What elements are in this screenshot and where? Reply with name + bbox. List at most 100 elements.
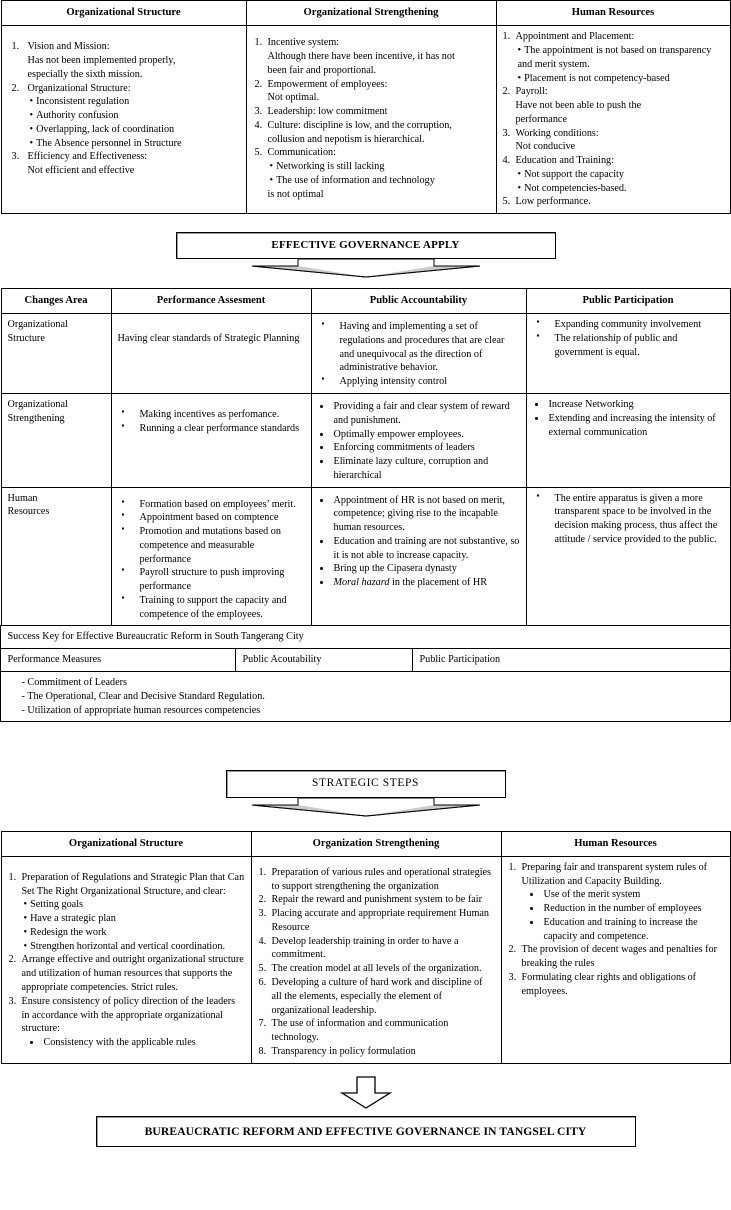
list-item-number: 5. xyxy=(502,196,511,208)
problems-header-org-strengthening: Organizational Strengthening xyxy=(245,0,497,27)
steps-cell-human-resources: 1.Preparing fair and transparent system … xyxy=(500,855,731,1064)
list-sub-item: Overlapping, lack of coordination xyxy=(28,123,240,137)
list-item: 1.Preparing fair and transparent system … xyxy=(509,861,724,944)
list-item: 5.Communication:Networking is still lack… xyxy=(255,146,490,201)
list-item-number: 3. xyxy=(258,908,267,920)
problems-header-human-resources: Human Resources xyxy=(495,0,731,27)
list-item-number: 1. xyxy=(502,31,511,43)
list-item: 4.Culture: discipline is low, and the co… xyxy=(255,119,490,147)
list-item: Making incentives as perfomance. xyxy=(118,407,305,422)
bullet-list: The entire apparatus is given a more tra… xyxy=(533,491,724,547)
steps-list-org-structure: 1. Preparation of Regulations and Strateg… xyxy=(9,871,245,1050)
table-header-row: Changes Area Performance Assesment Publi… xyxy=(0,287,731,315)
changes-cell-accountability: Appointment of HR is not based on merit,… xyxy=(310,486,527,627)
list-item-title: Communication: xyxy=(267,147,336,159)
list-item-line: Although there have been incentive, it h… xyxy=(267,51,455,63)
list-item: 1.Incentive system:Although there have b… xyxy=(255,36,490,77)
list-item-number: 4. xyxy=(502,155,511,167)
list-item-number: 1. xyxy=(258,866,267,878)
governance-banner-label: EFFECTIVE GOVERNANCE APPLY xyxy=(271,239,460,252)
steps-list-org-strengthening: 1. Preparation of various rules and opera… xyxy=(259,866,495,1059)
list-item-number: 5. xyxy=(254,147,263,159)
list-item-number: 2. xyxy=(8,954,17,966)
steps-banner-wrap: STRATEGIC STEPS xyxy=(0,770,731,818)
success-key-subheader-performance-measures: Performance Measures xyxy=(0,648,237,673)
list-item: Education and training to increase the c… xyxy=(542,916,724,944)
list-item: 3.Leadership: low commitment xyxy=(255,105,490,119)
list-item-title: The provision of decent wages and penalt… xyxy=(521,944,717,970)
list-item-number: 1. xyxy=(254,37,263,49)
list-item-title: Developing a culture of hard work and di… xyxy=(271,977,483,1016)
list-item-title: Culture: discipline is low, and the corr… xyxy=(267,119,452,131)
changes-cell-participation: Expanding community involvementThe relat… xyxy=(525,313,731,394)
list-item: Increase Networking xyxy=(547,398,724,412)
changes-cell-participation: Increase NetworkingExtending and increas… xyxy=(525,393,731,488)
problems-cell-org-strengthening: 1.Incentive system:Although there have b… xyxy=(245,25,497,215)
list-item: 1.Appointment and Placement:The appointm… xyxy=(503,30,724,85)
problems-list-human-resources: 1.Appointment and Placement:The appointm… xyxy=(503,30,724,209)
list-item: The entire apparatus is given a more tra… xyxy=(533,491,724,547)
list-item-number: 6. xyxy=(258,977,267,989)
list-item: 8.Transparency in policy formulation xyxy=(259,1045,495,1059)
list-item-title: Placing accurate and appropriate require… xyxy=(271,908,490,933)
list-sub-item: The use of information and technology xyxy=(268,174,490,188)
list-item: 4.Develop leadership training in order t… xyxy=(259,935,495,963)
list-item-line: Has not been implemented properly, xyxy=(27,55,176,67)
list-item: Consistency with the applicable rules xyxy=(42,1036,245,1050)
nested-bullet-list: Consistency with the applicable rules xyxy=(22,1036,245,1050)
list-item: The relationship of public and governmen… xyxy=(533,331,724,360)
list-item: Moral hazard in the placement of HR xyxy=(332,576,520,590)
success-key-subheader-public-acoutability: Public Acoutability xyxy=(235,648,414,673)
bullet-list: Having and implementing a set of regulat… xyxy=(318,319,520,389)
list-item: Running a clear performance standards xyxy=(118,421,305,436)
list-item: 2.Repair the reward and punishment syste… xyxy=(259,893,495,907)
success-key-item: - Utilization of appropriate human resou… xyxy=(21,704,261,716)
list-sub-item: Placement is not competency-based xyxy=(516,72,724,86)
bullet-list: Making incentives as perfomance.Running … xyxy=(118,407,305,436)
success-key-title-row: Success Key for Effective Bureaucratic R… xyxy=(0,625,731,650)
list-item-line: Not efficient and effective xyxy=(27,165,135,177)
steps-table: Organizational Structure Organization St… xyxy=(0,830,731,1064)
list-item: Enforcing commitments of leaders xyxy=(332,441,520,455)
cell-text: Having clear standards of Strategic Plan… xyxy=(117,333,300,345)
list-item: 1.Vision and Mission:Has not been implem… xyxy=(12,40,240,81)
changes-cell-performance: Formation based on employees’ merit.Appo… xyxy=(110,486,312,627)
list-item-title: Preparing fair and transparent system ru… xyxy=(521,861,708,887)
list-item: Use of the merit system xyxy=(542,888,724,902)
list-item: Reduction in the number of employees xyxy=(542,902,724,916)
table-row: OrganizationalStrengtheningMaking incent… xyxy=(0,393,731,488)
list-item-title: Organizational Structure: xyxy=(27,82,131,94)
down-arrow-icon xyxy=(339,1075,392,1109)
list-item-line: Not conducive xyxy=(515,141,576,153)
list-item-line: collusion and nepotism is hierarchical. xyxy=(267,133,425,145)
list-item-line: Have not been able to push the xyxy=(515,100,642,112)
problems-list-org-strengthening: 1.Incentive system:Although there have b… xyxy=(255,36,490,201)
list-item-number: 3. xyxy=(508,972,517,984)
list-item-title: The use of information and communication… xyxy=(271,1018,449,1044)
list-item: Bring up the Cipasera dynasty xyxy=(332,562,520,576)
table-header-row: Organizational Structure Organizational … xyxy=(0,0,731,27)
list-item-number: 2. xyxy=(258,894,267,906)
list-item-title: Preparation of various rules and operati… xyxy=(271,866,492,892)
list-item-title: Preparation of Regulations and Strategic… xyxy=(21,871,245,897)
list-item-number: 1. xyxy=(8,871,17,883)
list-sub-item: The Absence personnel in Structure xyxy=(28,137,240,151)
problems-header-org-structure: Organizational Structure xyxy=(0,0,247,27)
list-item: Expanding community involvement xyxy=(533,317,724,332)
list-item: 3.Efficiency and Effectiveness:Not effic… xyxy=(12,150,240,178)
changes-header-public-participation: Public Participation xyxy=(525,287,731,315)
emphasis-text: Moral hazard xyxy=(333,577,390,589)
list-item: 5.Low performance. xyxy=(503,195,724,209)
table-header-row: Organizational Structure Organization St… xyxy=(0,830,731,857)
list-item: Eliminate lazy culture, corruption and h… xyxy=(332,455,520,483)
list-item: Training to support the capacity and com… xyxy=(118,593,305,622)
list-item: 2.Organizational Structure:Inconsistent … xyxy=(12,82,240,151)
changes-cell-accountability: Providing a fair and clear system of rew… xyxy=(310,393,527,488)
steps-header-human-resources: Human Resources xyxy=(500,830,731,857)
steps-list-human-resources: 1.Preparing fair and transparent system … xyxy=(509,861,724,999)
list-item-number: 2. xyxy=(254,78,263,90)
list-sub-item: Inconsistent regulation xyxy=(28,95,240,109)
